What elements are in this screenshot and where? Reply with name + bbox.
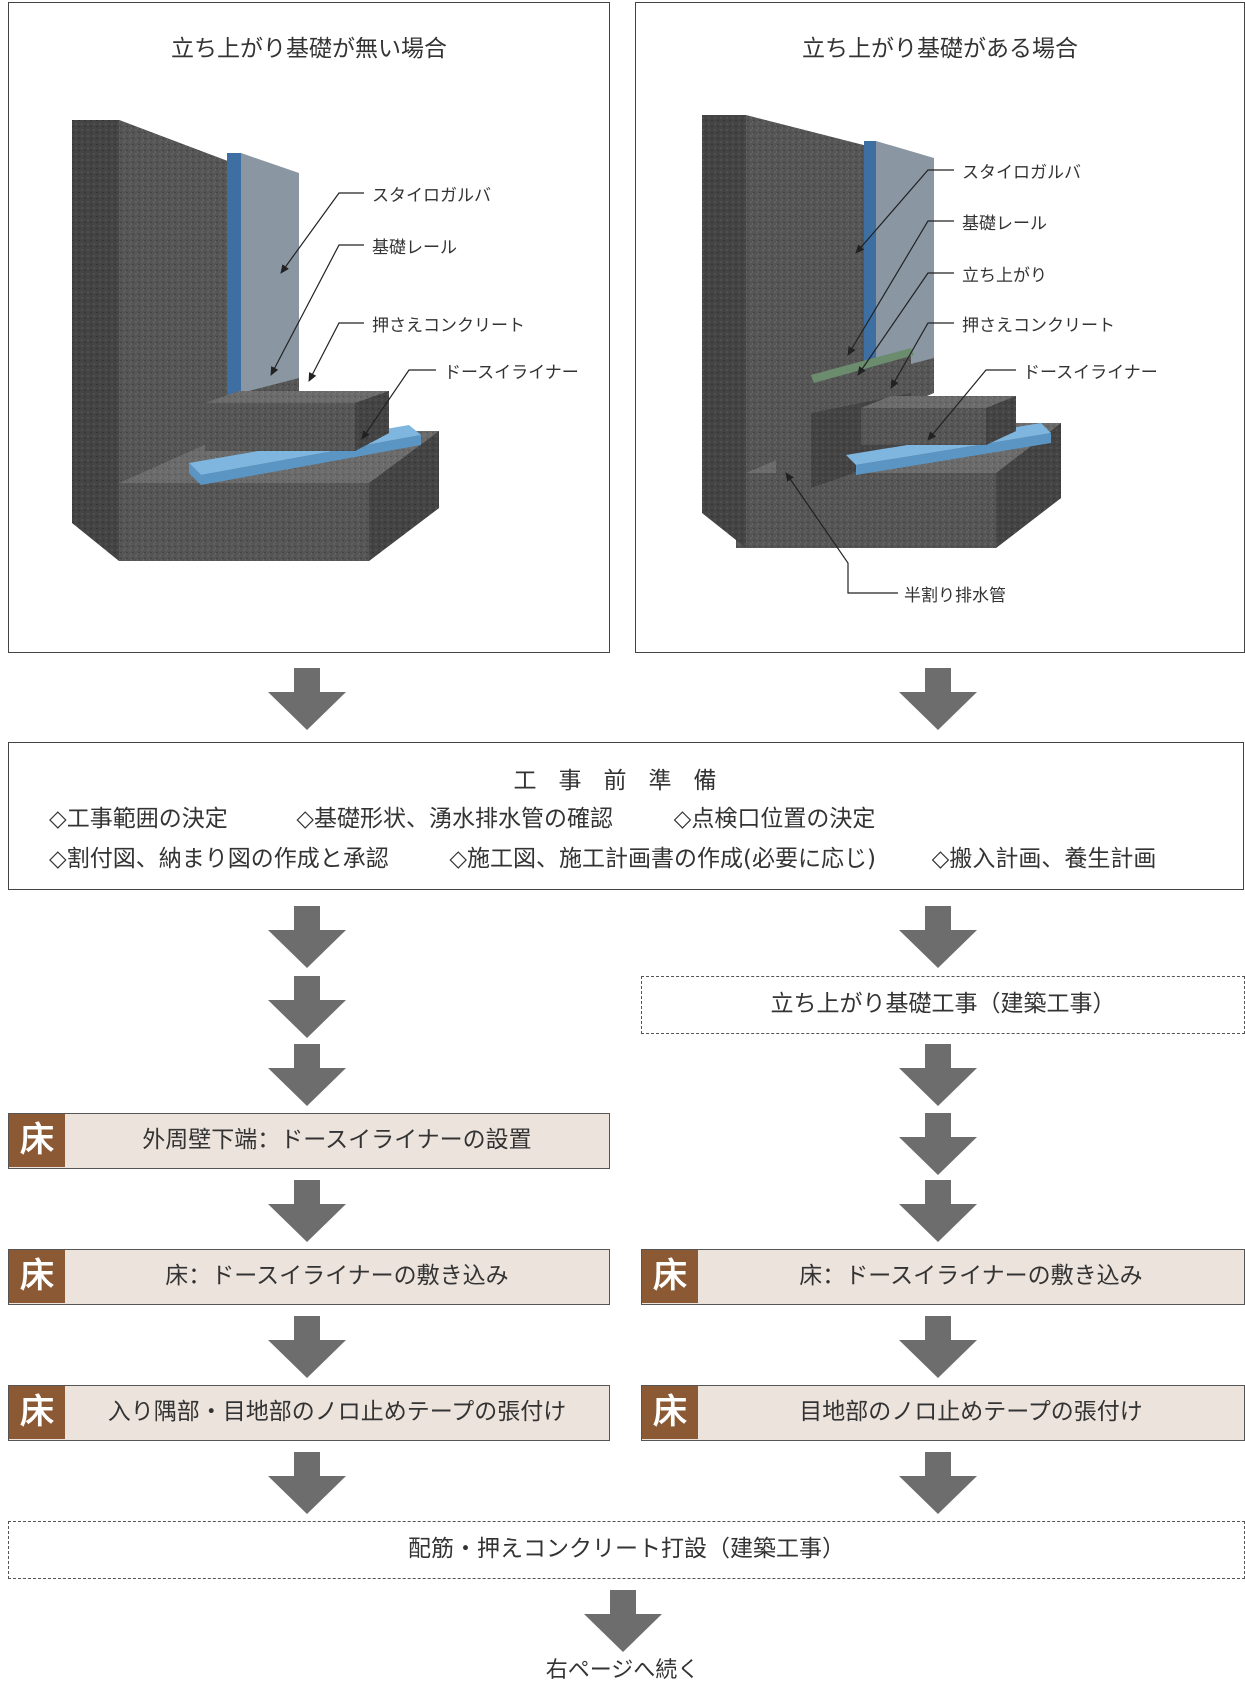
concrete-work-box: 配筋・押えコンクリート打設（建築工事） (8, 1521, 1245, 1579)
step-text: 目地部のノロ止めテープの張付け (799, 1399, 1143, 1425)
down-arrow-icon (268, 976, 346, 1038)
down-arrow-icon (899, 1180, 977, 1242)
step-text: 外周壁下端：ドースイライナーの設置 (142, 1127, 532, 1153)
step-floor-liner-right: 床 床：ドースイライナーの敷き込み (641, 1249, 1245, 1305)
down-arrow-icon (268, 1316, 346, 1378)
step-text: 床：ドースイライナーの敷き込み (799, 1263, 1143, 1289)
panel-title: 立ち上がり基礎がある場合 (802, 36, 1078, 62)
label-upstand: 立ち上がり (962, 266, 1047, 286)
illustration-no-foundation (72, 120, 439, 561)
down-arrow-icon (268, 668, 346, 730)
label-press-concrete: 押さえコンクリート (962, 316, 1115, 336)
down-arrow-icon (268, 1452, 346, 1514)
step-text: 床：ドースイライナーの敷き込み (165, 1263, 509, 1289)
down-arrow-icon (268, 1180, 346, 1242)
down-arrow-icon (899, 668, 977, 730)
floor-badge: 床 (9, 1114, 65, 1167)
prep-item: ◇搬入計画、養生計画 (931, 846, 1157, 872)
floor-badge: 床 (9, 1386, 65, 1439)
step-text: 入り隅部・目地部のノロ止めテープの張付け (107, 1399, 567, 1425)
preparation-title: 工事前準備 (513, 768, 739, 794)
prep-item: ◇点検口位置の決定 (673, 806, 876, 832)
preparation-row-1: ◇工事範囲の決定 ◇基礎形状、湧水排水管の確認 ◇点検口位置の決定 (49, 799, 875, 833)
down-arrow-icon (899, 1316, 977, 1378)
label-rail: 基礎レール (962, 214, 1047, 234)
continue-note: 右ページへ続く (545, 1658, 700, 1683)
step-perimeter-liner: 床 外周壁下端：ドースイライナーの設置 (8, 1113, 610, 1169)
floor-badge: 床 (9, 1250, 65, 1303)
down-arrow-icon (268, 906, 346, 968)
prep-item: ◇基礎形状、湧水排水管の確認 (296, 806, 614, 832)
panel-with-foundation: 立ち上がり基礎がある場合 スタイロガルバ 基礎レール (635, 2, 1245, 653)
preparation-box: 工事前準備 ◇工事範囲の決定 ◇基礎形状、湧水排水管の確認 ◇点検口位置の決定 … (8, 742, 1244, 890)
label-drain-pipe: 半割り排水管 (904, 586, 1006, 606)
step-floor-liner-left: 床 床：ドースイライナーの敷き込み (8, 1249, 610, 1305)
label-press-concrete: 押さえコンクリート (372, 316, 525, 336)
panel-no-foundation: 立ち上がり基礎が無い場合 スタイロガルバ 基礎レール 押さえコンクリート ドース… (8, 2, 610, 653)
down-arrow-icon (899, 1044, 977, 1106)
floor-badge: 床 (642, 1250, 698, 1303)
label-liner: ドースイライナー (1023, 363, 1158, 383)
prep-item: ◇施工図、施工計画書の作成(必要に応じ) (449, 846, 876, 872)
prep-item: ◇工事範囲の決定 (49, 806, 228, 832)
step-joint-tape: 床 目地部のノロ止めテープの張付け (641, 1385, 1245, 1441)
panel-title: 立ち上がり基礎が無い場合 (171, 36, 447, 62)
label-styro: スタイロガルバ (372, 186, 491, 206)
preparation-row-2: ◇割付図、納まり図の作成と承認 ◇施工図、施工計画書の作成(必要に応じ) ◇搬入… (49, 839, 1156, 873)
prep-item: ◇割付図、納まり図の作成と承認 (49, 846, 389, 872)
illustration-with-foundation (702, 115, 1061, 594)
step-corner-tape: 床 入り隅部・目地部のノロ止めテープの張付け (8, 1385, 610, 1441)
label-rail: 基礎レール (372, 238, 457, 258)
floor-badge: 床 (642, 1386, 698, 1439)
down-arrow-icon (899, 906, 977, 968)
down-arrow-icon (899, 1113, 977, 1175)
down-arrow-icon (584, 1590, 662, 1652)
label-liner: ドースイライナー (444, 363, 579, 383)
foundation-work-box: 立ち上がり基礎工事（建築工事） (641, 976, 1245, 1034)
down-arrow-icon (268, 1044, 346, 1106)
label-styro: スタイロガルバ (962, 163, 1081, 183)
down-arrow-icon (899, 1452, 977, 1514)
